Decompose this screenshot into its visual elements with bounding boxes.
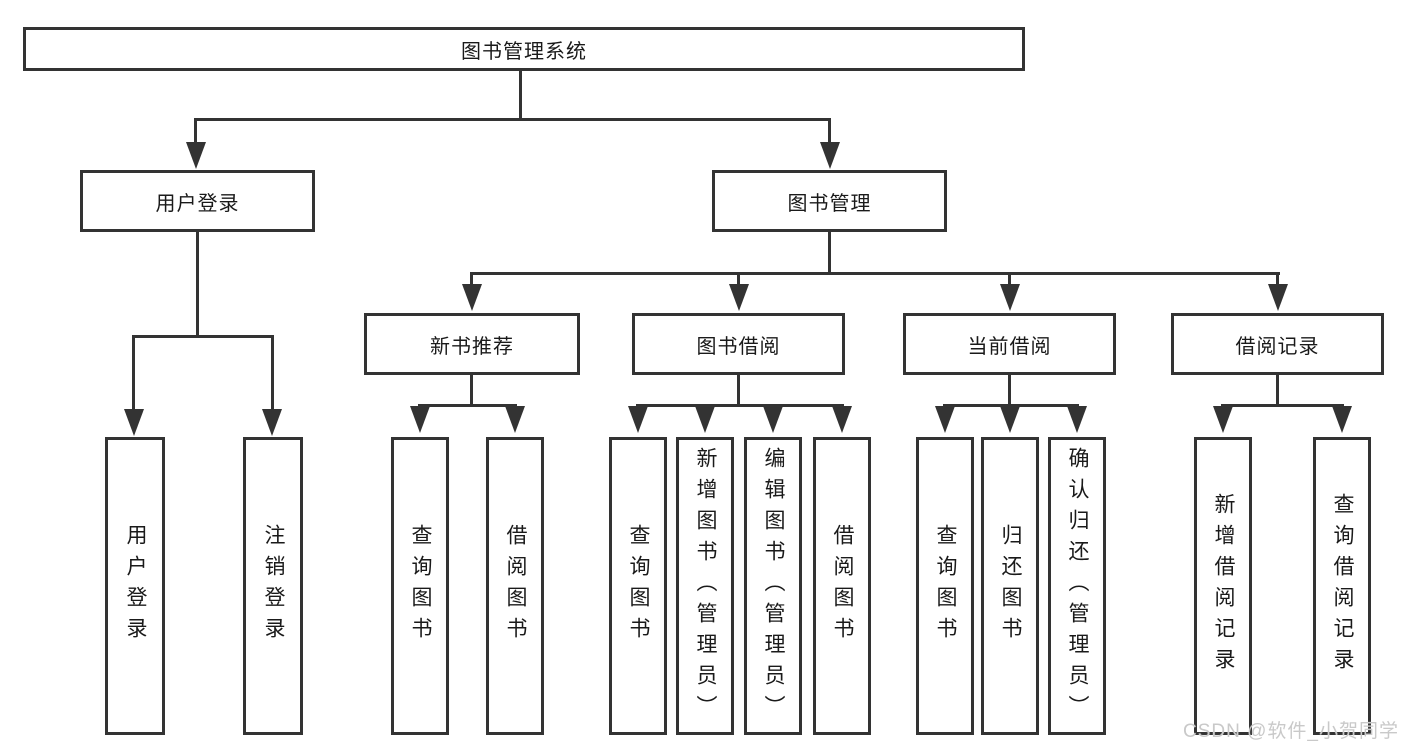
leaf-confirm-return-admin: 确认归还（管理员） (1048, 437, 1106, 735)
node-new-book-recommend: 新书推荐 (364, 313, 580, 375)
connector-group-trunk (1008, 375, 1011, 407)
connector-group-rail (943, 404, 1079, 407)
arrowhead (820, 142, 840, 169)
arrowhead (262, 409, 282, 436)
leaf-return-books-label: 归还图书 (999, 524, 1022, 648)
node-book-borrowing: 图书借阅 (632, 313, 845, 375)
node-book-management: 图书管理 (712, 170, 947, 232)
connector-group-trunk (1276, 375, 1279, 407)
leaf-edit-books-admin: 编辑图书（管理员） (744, 437, 802, 735)
arrowhead (695, 406, 715, 433)
leaf-add-borrow-record-label: 新增借阅记录 (1212, 493, 1235, 679)
leaf-user-login: 用户登录 (105, 437, 165, 735)
connector-level2-rail (194, 118, 831, 121)
leaf-newbook-query-books-label: 查询图书 (409, 524, 432, 648)
arrowhead (1067, 406, 1087, 433)
connector-user-login-trunk (196, 232, 199, 338)
leaf-current-query-books: 查询图书 (916, 437, 974, 735)
connector-user-login-rail (132, 335, 274, 338)
arrowhead (462, 284, 482, 311)
connector-book-mgmt-trunk (828, 232, 831, 275)
arrowhead (729, 284, 749, 311)
connector-user-login-drop (194, 118, 197, 144)
node-borrowing-records-label: 借阅记录 (1235, 335, 1320, 358)
arrowhead (1332, 406, 1352, 433)
node-root: 图书管理系统 (23, 27, 1025, 71)
arrowhead (1000, 284, 1020, 311)
connector-group-trunk (737, 375, 740, 407)
node-new-book-recommend-label: 新书推荐 (430, 335, 514, 358)
connector-root-trunk (519, 70, 522, 120)
leaf-newbook-borrow-books: 借阅图书 (486, 437, 544, 735)
arrowhead (1213, 406, 1233, 433)
leaf-borrowing-borrow-books-label: 借阅图书 (831, 524, 854, 648)
connector-group-rail (636, 404, 844, 407)
node-borrowing-records: 借阅记录 (1171, 313, 1384, 375)
leaf-query-borrow-record: 查询借阅记录 (1313, 437, 1371, 735)
node-book-borrowing-label: 图书借阅 (696, 335, 781, 358)
leaf-return-books: 归还图书 (981, 437, 1039, 735)
arrowhead (935, 406, 955, 433)
node-current-borrowing: 当前借阅 (903, 313, 1116, 375)
connector-group-rail (418, 404, 517, 407)
connector-book-mgmt-drop (828, 118, 831, 144)
node-current-borrowing-label: 当前借阅 (967, 335, 1052, 358)
connector-level3-rail (471, 272, 1280, 275)
leaf-logout-label: 注销登录 (262, 524, 285, 648)
leaf-user-login-label: 用户登录 (124, 524, 147, 648)
node-user-login-label: 用户登录 (155, 192, 240, 215)
arrowhead (124, 409, 144, 436)
leaf-current-query-books-label: 查询图书 (934, 524, 957, 648)
leaf-add-borrow-record: 新增借阅记录 (1194, 437, 1252, 735)
arrowhead (410, 406, 430, 433)
connector-level3-drop (737, 272, 740, 286)
leaf-query-borrow-record-label: 查询借阅记录 (1331, 493, 1354, 679)
node-book-management-label: 图书管理 (787, 192, 872, 215)
arrowhead (505, 406, 525, 433)
leaf-borrowing-borrow-books: 借阅图书 (813, 437, 871, 735)
arrowhead (1000, 406, 1020, 433)
leaf-logout: 注销登录 (243, 437, 303, 735)
connector-leaf-drop (271, 335, 274, 410)
connector-leaf-drop (132, 335, 135, 410)
connector-group-trunk (470, 375, 473, 407)
node-user-login: 用户登录 (80, 170, 315, 232)
leaf-add-books-admin-label: 新增图书（管理员） (694, 446, 717, 726)
watermark: CSDN @软件_小贺同学 (1183, 721, 1399, 742)
arrowhead (832, 406, 852, 433)
arrowhead (763, 406, 783, 433)
leaf-add-books-admin: 新增图书（管理员） (676, 437, 734, 735)
connector-group-rail (1221, 404, 1344, 407)
connector-level3-drop (470, 272, 473, 286)
arrowhead (628, 406, 648, 433)
arrowhead (1268, 284, 1288, 311)
leaf-borrowing-query-books: 查询图书 (609, 437, 667, 735)
leaf-borrowing-query-books-label: 查询图书 (627, 524, 650, 648)
leaf-edit-books-admin-label: 编辑图书（管理员） (762, 446, 785, 726)
connector-level3-drop (1008, 272, 1011, 286)
leaf-newbook-borrow-books-label: 借阅图书 (504, 524, 527, 648)
connector-level3-drop (1276, 272, 1279, 286)
arrowhead (186, 142, 206, 169)
leaf-newbook-query-books: 查询图书 (391, 437, 449, 735)
leaf-confirm-return-admin-label: 确认归还（管理员） (1066, 446, 1089, 726)
node-root-label: 图书管理系统 (461, 40, 587, 63)
